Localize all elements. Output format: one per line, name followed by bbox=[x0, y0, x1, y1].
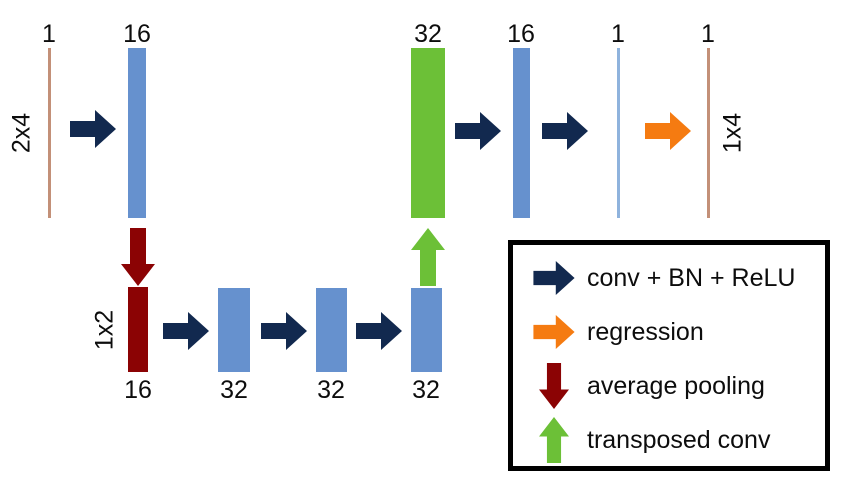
bottom-block-32-bar-2 bbox=[316, 288, 347, 372]
encoder-block-16-label: 16 bbox=[123, 20, 151, 48]
average-pooling-arrow-icon bbox=[121, 228, 155, 286]
bottom-block-32-bar-3 bbox=[411, 288, 442, 372]
bottom-block-32-label-1: 32 bbox=[220, 376, 248, 404]
pooled-block-size-label: 1x2 bbox=[90, 309, 119, 351]
output-tensor-line bbox=[707, 48, 710, 218]
input-tensor-line bbox=[48, 48, 51, 218]
legend-box: conv + BN + ReLU regression average pool… bbox=[508, 240, 830, 471]
decoder-block-16-bar bbox=[513, 48, 530, 218]
arrow-up-green-icon bbox=[531, 417, 577, 463]
conv-arrow-bottom-2-icon bbox=[261, 312, 307, 350]
arrow-right-orange-icon bbox=[531, 315, 577, 349]
input-channel-label: 1 bbox=[42, 20, 56, 48]
legend-label-conv: conv + BN + ReLU bbox=[587, 263, 796, 292]
legend-item-transposed-conv: transposed conv bbox=[531, 417, 770, 463]
pooled-block-16-bar bbox=[128, 287, 148, 372]
conv-arrow-bottom-3-icon bbox=[356, 312, 402, 350]
conv-arrow-blue-to-line-icon bbox=[542, 112, 588, 150]
pooled-block-16-label: 16 bbox=[124, 376, 152, 404]
legend-label-regression: regression bbox=[587, 317, 704, 346]
bottom-block-32-bar-1 bbox=[218, 288, 250, 372]
bottom-block-32-label-3: 32 bbox=[412, 376, 440, 404]
legend-item-conv: conv + BN + ReLU bbox=[531, 255, 795, 301]
regression-arrow-icon bbox=[645, 112, 691, 150]
pre-output-tensor-line bbox=[617, 48, 620, 218]
conv-arrow-green-to-blue-icon bbox=[455, 112, 501, 150]
decoder-block-32-bar bbox=[411, 48, 445, 218]
legend-label-average-pooling: average pooling bbox=[587, 371, 765, 400]
conv-arrow-input-icon bbox=[70, 110, 116, 148]
decoder-block-32-label: 32 bbox=[414, 20, 442, 48]
output-channel-label: 1 bbox=[701, 20, 715, 48]
conv-arrow-bottom-1-icon bbox=[163, 312, 209, 350]
output-size-label: 1x4 bbox=[718, 112, 747, 154]
input-size-label: 2x4 bbox=[7, 112, 36, 154]
pre-output-channel-label: 1 bbox=[611, 20, 625, 48]
arrow-right-navy-icon bbox=[531, 261, 577, 295]
arrow-down-darkred-icon bbox=[531, 363, 577, 409]
decoder-block-16-label: 16 bbox=[507, 20, 535, 48]
transposed-conv-arrow-icon bbox=[411, 228, 445, 286]
legend-item-regression: regression bbox=[531, 309, 704, 355]
legend-label-transposed-conv: transposed conv bbox=[587, 425, 771, 454]
bottom-block-32-label-2: 32 bbox=[317, 376, 345, 404]
legend-item-average-pooling: average pooling bbox=[531, 363, 765, 409]
encoder-block-16-bar bbox=[128, 48, 146, 218]
